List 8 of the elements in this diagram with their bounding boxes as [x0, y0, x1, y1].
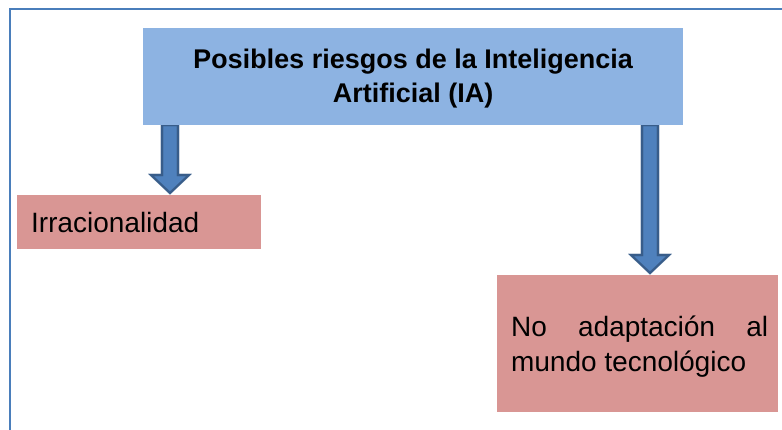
text-box	[497, 275, 778, 412]
box-label: Posibles riesgos de la Inteligencia Artificial (IA)	[192, 42, 634, 110]
block-arrow	[628, 124, 672, 275]
text-box	[143, 28, 683, 125]
block-arrow	[148, 124, 192, 195]
box-label: Irracionalidad	[31, 206, 200, 240]
box-label: No adaptación al mundo tecnológico	[511, 310, 768, 378]
text-box	[17, 195, 261, 249]
